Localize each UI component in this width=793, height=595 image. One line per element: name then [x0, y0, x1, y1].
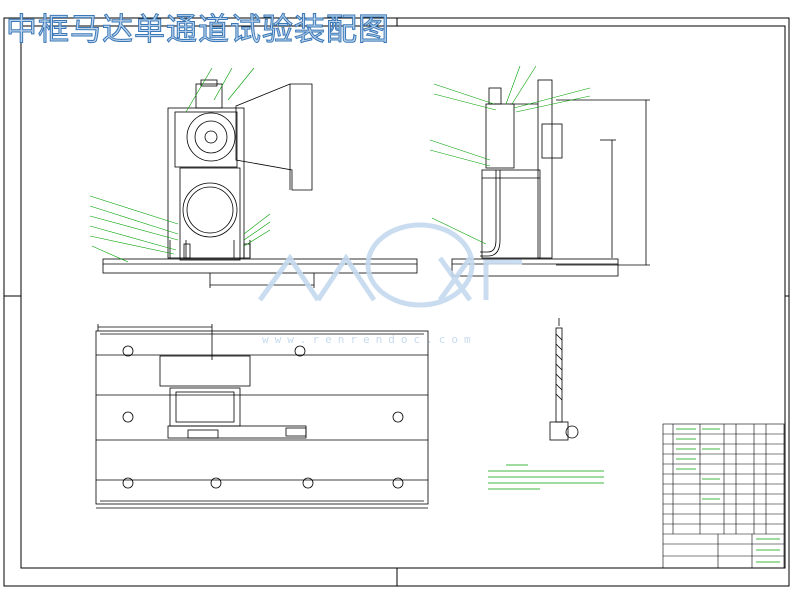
side-view-leaders — [429, 65, 591, 245]
watermark-logo — [257, 222, 522, 308]
technical-notes — [488, 464, 604, 490]
title-block — [662, 423, 785, 569]
side-view — [451, 79, 650, 277]
drawing-title: 中框马达单通道试验装配图 — [6, 12, 390, 49]
shaft-detail — [549, 318, 579, 441]
plan-view — [95, 324, 429, 509]
front-view-leaders — [89, 67, 271, 263]
front-view — [102, 79, 418, 288]
drawing-frame — [3, 17, 790, 587]
title-block-text — [676, 428, 780, 563]
watermark-url: www.renrendoc.com — [262, 333, 477, 346]
